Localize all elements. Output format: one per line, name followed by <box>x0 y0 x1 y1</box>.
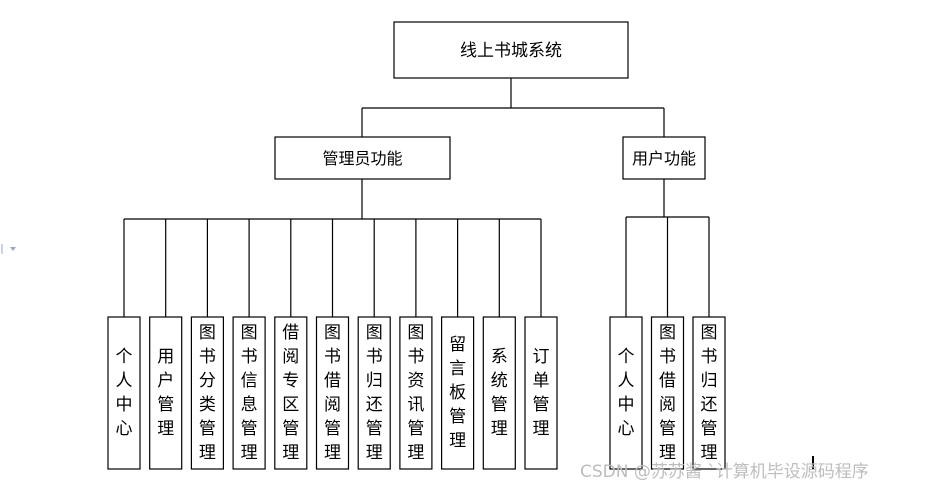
group-box-1 <box>622 136 706 180</box>
leaf-box <box>149 316 183 470</box>
leaf-label: 图书资讯管理 <box>407 323 424 463</box>
leaf-label: 个人中心 <box>618 347 635 439</box>
root-box <box>393 21 629 79</box>
leaf-box <box>441 316 475 470</box>
leaf-box <box>232 316 266 470</box>
side-marker-icon <box>0 240 16 254</box>
leaf-label: 留言板管理 <box>449 335 466 451</box>
leaf-box <box>107 316 141 470</box>
watermark-text: CSDN @苏苏酱 `计算机毕设源码程序 <box>580 462 869 482</box>
leaf-box <box>274 316 308 470</box>
leaf-box <box>609 316 643 470</box>
leaf-label: 图书归还管理 <box>701 323 718 463</box>
root-label: 线上书城系统 <box>460 41 562 61</box>
leaf-label: 系统管理 <box>491 347 508 439</box>
leaf-box <box>692 316 726 470</box>
leaf-box <box>315 316 350 470</box>
leaf-label: 用户管理 <box>157 347 174 439</box>
leaf-label: 订单管理 <box>533 347 550 439</box>
group-label-0: 管理员功能 <box>322 149 402 168</box>
group-box-0 <box>274 136 451 180</box>
leaf-label: 图书分类管理 <box>199 323 216 463</box>
leaf-label: 借阅专区管理 <box>282 323 299 463</box>
leaf-label: 图书借阅管理 <box>659 323 676 463</box>
leaf-box <box>399 316 433 470</box>
leaf-box <box>524 316 558 470</box>
leaf-box <box>357 316 391 470</box>
leaf-box <box>482 316 516 470</box>
leaf-label: 图书归还管理 <box>366 323 383 463</box>
leaf-box <box>190 316 224 470</box>
text-cursor-icon <box>812 456 814 470</box>
leaf-label: 图书信息管理 <box>241 323 258 463</box>
group-label-1: 用户功能 <box>632 149 696 168</box>
leaf-label: 图书借阅管理 <box>324 323 341 463</box>
leaf-label: 个人中心 <box>116 347 133 439</box>
leaf-box <box>650 316 685 470</box>
